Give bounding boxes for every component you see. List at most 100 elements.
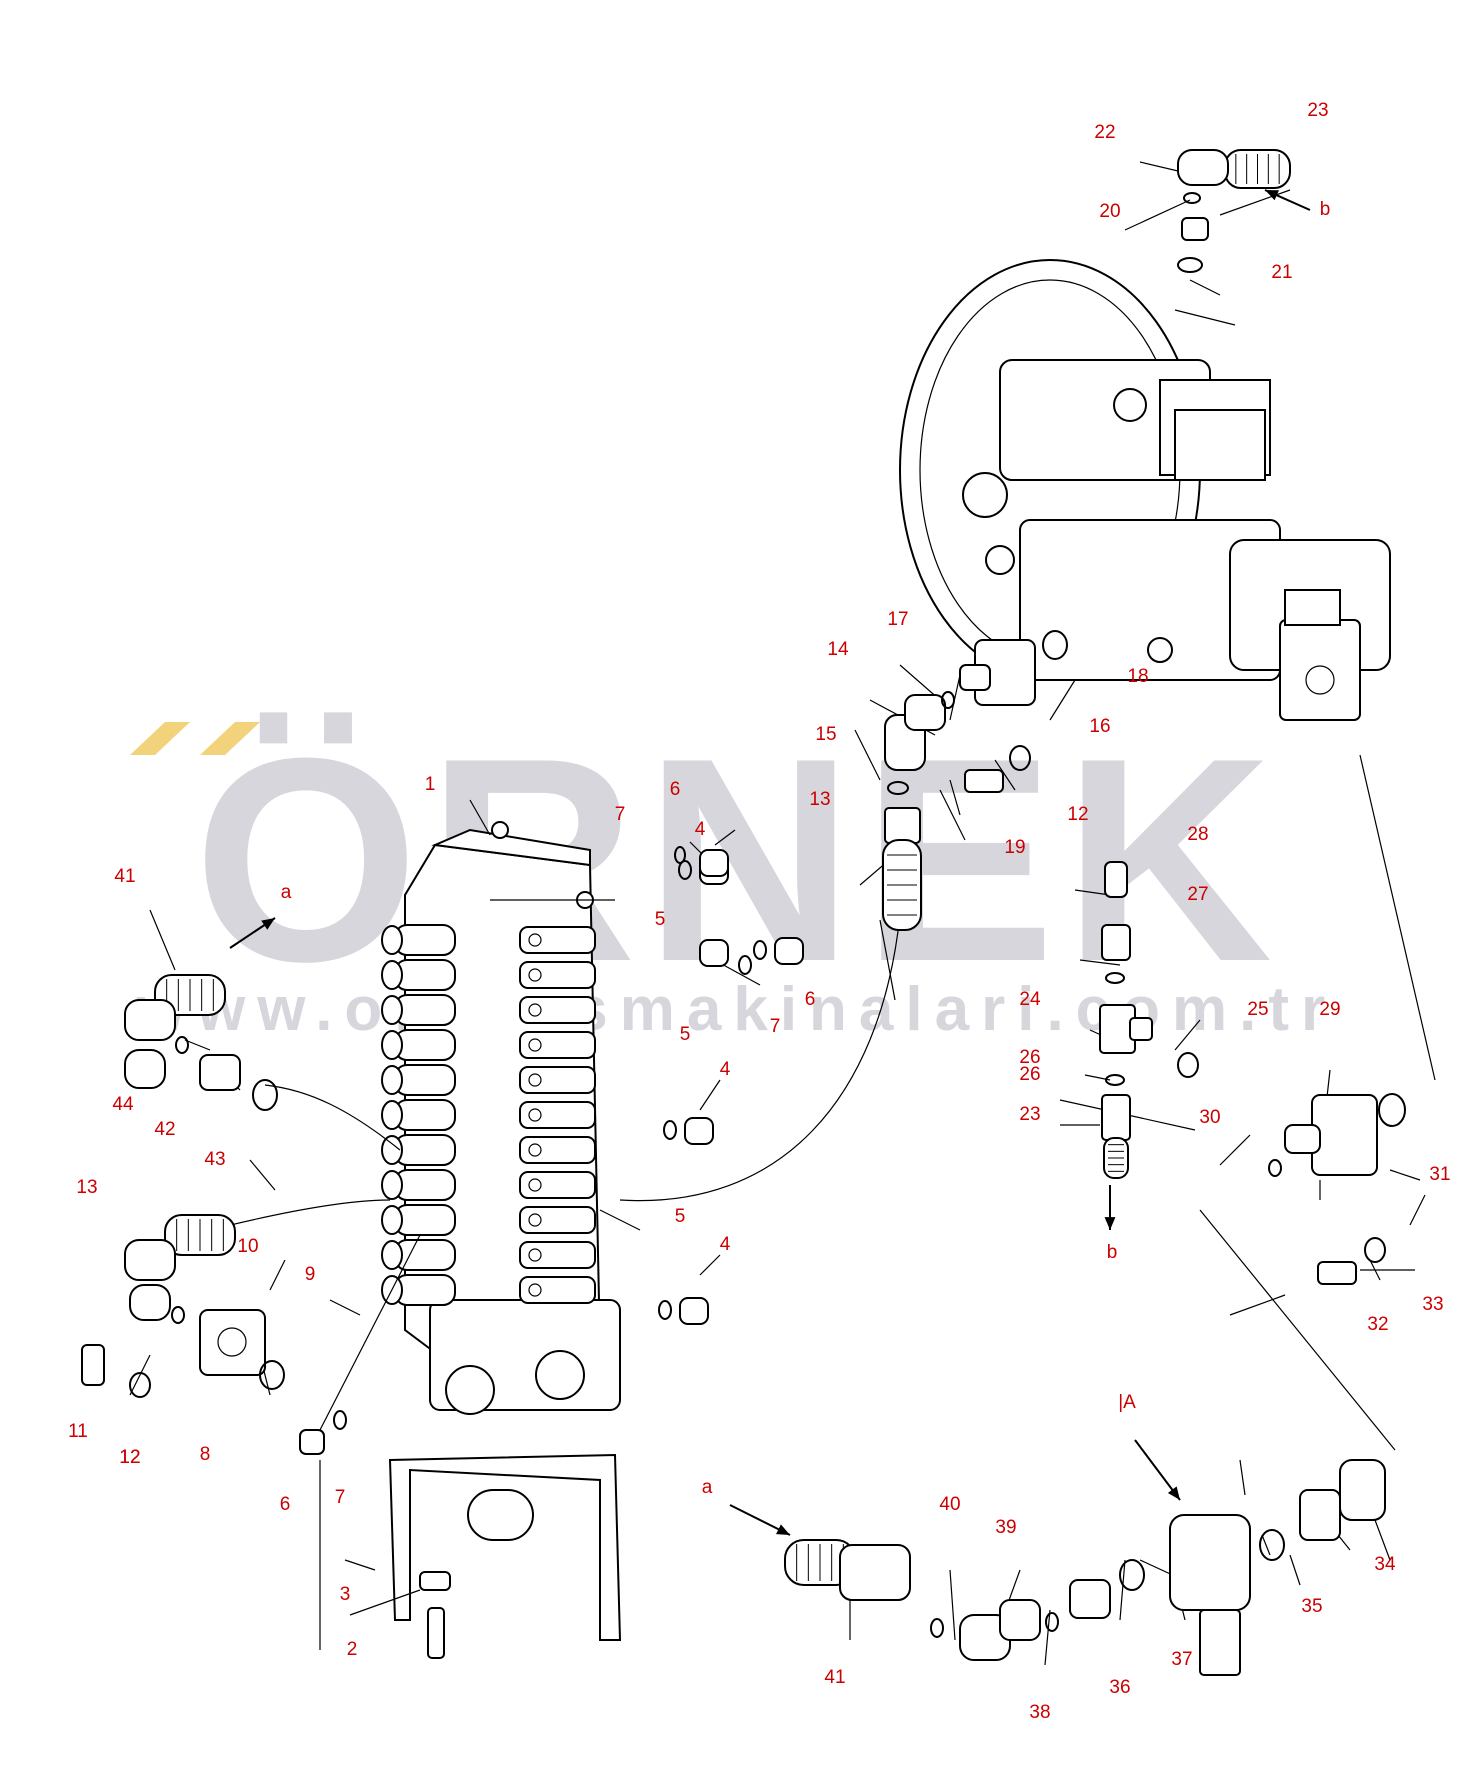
- spool-cap: [519, 961, 596, 989]
- leader-line: [1044, 1609, 1051, 1666]
- callout-41: 41: [824, 1667, 845, 1688]
- adapter-42: [199, 1054, 241, 1091]
- spool-bolt: [528, 968, 542, 982]
- flow-marker-a: a: [281, 882, 292, 903]
- drain-hose: [209, 1199, 391, 1231]
- callout-6: 6: [670, 779, 681, 800]
- callout-39: 39: [995, 1517, 1016, 1538]
- callout-13: 13: [809, 789, 830, 810]
- o-ring: [1177, 257, 1203, 273]
- adapter-fitting: [1181, 217, 1209, 241]
- plug-6: [699, 939, 729, 967]
- leader-line: [149, 909, 176, 971]
- callout-24: 24: [1019, 989, 1041, 1010]
- callout-18: 18: [1127, 666, 1148, 687]
- spool-port: [394, 924, 456, 956]
- connector-line: [264, 1084, 401, 1151]
- spool-bolt: [528, 1248, 542, 1262]
- o-ring-10: [171, 1306, 185, 1324]
- bolt-32: [1317, 1261, 1357, 1285]
- elbow-fitting-39-arm: [999, 1599, 1041, 1641]
- o-ring-40: [930, 1618, 944, 1638]
- o-ring-7-mid: [738, 955, 752, 975]
- leader-line: [1219, 189, 1291, 216]
- callout-32: 32: [1367, 1314, 1388, 1335]
- valve-spool-stack: [381, 924, 596, 1306]
- flange-8-bore: [217, 1327, 247, 1357]
- leader-line: [1374, 1519, 1391, 1561]
- valve-block-A: [1169, 1514, 1251, 1611]
- callout-15: 15: [815, 724, 836, 745]
- spool-cap: [519, 1206, 596, 1234]
- leader-line: [599, 1209, 641, 1231]
- spool-port-face: [381, 925, 403, 955]
- elbow-fitting-13: [124, 1239, 176, 1281]
- callout-5: 5: [655, 909, 666, 930]
- callout-37: 37: [1171, 1649, 1192, 1670]
- bolt-19: [964, 769, 1004, 793]
- adapter-34-body: [1339, 1459, 1386, 1521]
- spool-port-face: [381, 1030, 403, 1060]
- o-ring-44: [175, 1036, 189, 1054]
- callout-26: 26: [1019, 1047, 1040, 1068]
- callout-33: 33: [1422, 1294, 1443, 1315]
- leader-line: [949, 1569, 956, 1641]
- leader-line: [699, 1254, 721, 1276]
- callout-14: 14: [827, 639, 849, 660]
- leader-line: [699, 1079, 721, 1111]
- o-ring: [887, 781, 909, 795]
- leader-line: [319, 1234, 421, 1431]
- callout-9: 9: [305, 1264, 316, 1285]
- callout-4: 4: [720, 1234, 731, 1255]
- watermark-accent-left: [130, 722, 190, 755]
- washer-12: [1009, 745, 1031, 771]
- spool-bolt: [528, 1143, 542, 1157]
- flow-arrow-b-upper-head: [1265, 190, 1279, 201]
- spool-port-face: [381, 1065, 403, 1095]
- hose-fitting-41: [839, 1544, 911, 1601]
- callout-25: 25: [1247, 999, 1268, 1020]
- plug-4: [679, 1297, 709, 1325]
- fitting-28: [1104, 861, 1128, 898]
- leader-line: [949, 674, 961, 721]
- flange-16-spigot: [959, 664, 991, 691]
- callout-43: 43: [204, 1149, 225, 1170]
- elbow-fitting-41-end: [124, 1049, 166, 1089]
- watermark: ÖRNEK www.orneksmakinalari.com.tr: [130, 698, 1325, 1044]
- callout-7: 7: [335, 1487, 346, 1508]
- mounting-bracket: [388, 1453, 622, 1641]
- spool-port-face: [381, 960, 403, 990]
- leader-line: [329, 1299, 361, 1316]
- spool-cap: [519, 1101, 596, 1129]
- callout-16: 16: [1089, 716, 1110, 737]
- valve-block-A-stem: [1199, 1609, 1241, 1676]
- leader-line: [1074, 889, 1111, 896]
- spool-port-face: [381, 1100, 403, 1130]
- leader-line: [1239, 1459, 1246, 1496]
- leader-line: [1124, 199, 1191, 231]
- elbow-fitting: [1177, 149, 1229, 186]
- plug-6-upper: [699, 849, 729, 877]
- spool-bolt: [528, 1283, 542, 1297]
- leader-line: [949, 779, 961, 816]
- callout-5: 5: [675, 1206, 686, 1227]
- spool-cap: [519, 1241, 596, 1269]
- o-ring-31: [1378, 1093, 1406, 1127]
- spool-port: [394, 1274, 456, 1306]
- spool-bolt: [528, 1108, 542, 1122]
- elbow-fitting-41: [124, 999, 176, 1041]
- o-ring-9: [259, 1360, 285, 1390]
- leader-line: [1174, 1019, 1201, 1051]
- spool-cap: [519, 1136, 596, 1164]
- callout-23: 23: [1307, 100, 1328, 121]
- leader-line: [184, 1039, 211, 1051]
- adapter-34: [1299, 1489, 1341, 1541]
- washer-12: [129, 1372, 151, 1398]
- spool-cap: [519, 1066, 596, 1094]
- callout-36: 36: [1109, 1677, 1130, 1698]
- callout-23: 23: [1019, 1104, 1040, 1125]
- plug-4: [684, 1117, 714, 1145]
- flow-marker-b: b: [1320, 199, 1331, 220]
